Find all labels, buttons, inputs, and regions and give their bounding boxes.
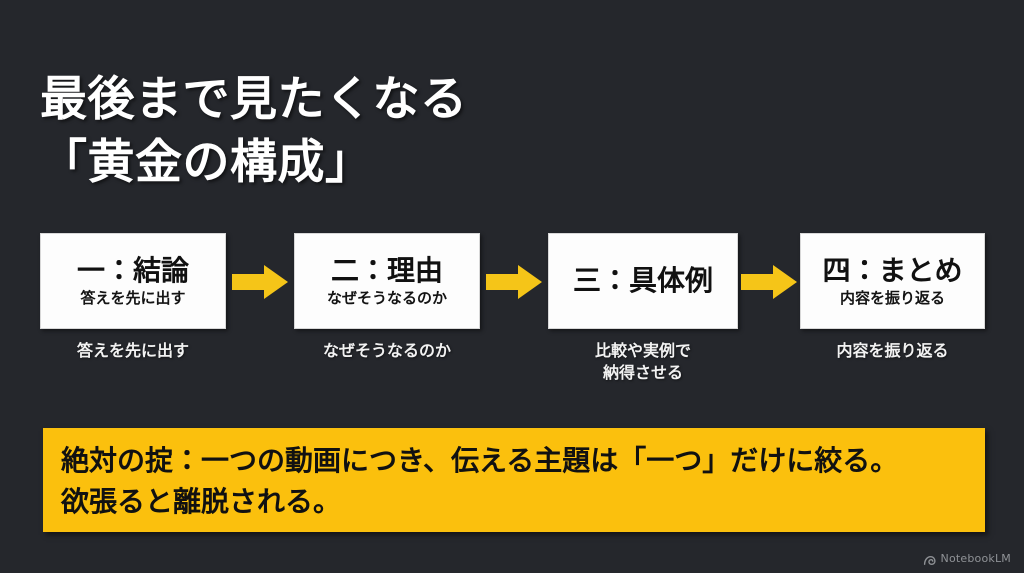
flow-step-1-caption-line-1: 答えを先に出す: [76, 341, 189, 360]
flow-step-4-caption: 内容を振り返る: [800, 340, 985, 362]
rule-banner-line-2: 欲張ると離脱される。: [61, 484, 342, 518]
flow-step-3-caption-line-2: 納得させる: [602, 362, 683, 382]
flow-step-3-caption-line-1: 比較や実例で: [594, 341, 691, 360]
arrow-step2-to-step3-icon: [486, 264, 542, 300]
flow-step-3: 三：具体例: [548, 233, 738, 329]
watermark-label: NotebookLM: [940, 552, 1011, 565]
flow-step-1-caption: 答えを先に出す: [40, 340, 226, 362]
flow-diagram: 一：結論 答えを先に出す 二：理由 なぜそうなるのか 三：具体例: [40, 233, 985, 329]
flow-step-4-caption-line-1: 内容を振り返る: [836, 341, 949, 360]
page-title: 最後まで見たくなる 「黄金の構成」: [40, 69, 900, 193]
flow-step-3-caption: 比較や実例で 納得させる: [548, 340, 738, 383]
notebooklm-icon: [923, 552, 936, 565]
flow-step-4-heading: 四：まとめ: [822, 253, 963, 287]
rule-banner-text: 絶対の掟：一つの動画につき、伝える主題は「一つ」だけに絞る。 欲張ると離脱される…: [61, 441, 967, 522]
page-title-line-1: 最後まで見たくなる: [40, 72, 468, 128]
flow-step-1-subtitle: 答えを先に出す: [80, 289, 186, 308]
flow-step-2-caption-line-1: なぜそうなるのか: [322, 341, 451, 360]
flow-step-4: 四：まとめ 内容を振り返る: [800, 233, 985, 329]
page-title-line-2: 「黄金の構成」: [40, 134, 373, 190]
flow-step-2-subtitle: なぜそうなるのか: [326, 289, 447, 308]
flow-step-2-heading: 二：理由: [330, 253, 443, 287]
flow-step-1-heading: 一：結論: [76, 253, 189, 287]
rule-banner: 絶対の掟：一つの動画につき、伝える主題は「一つ」だけに絞る。 欲張ると離脱される…: [43, 428, 985, 532]
flow-step-3-heading: 三：具体例: [572, 264, 713, 298]
flow-step-1: 一：結論 答えを先に出す: [40, 233, 226, 329]
watermark: NotebookLM: [923, 552, 1011, 565]
arrow-step1-to-step2-icon: [232, 264, 288, 300]
flow-step-2: 二：理由 なぜそうなるのか: [294, 233, 480, 329]
arrow-step3-to-step4-icon: [741, 264, 797, 300]
flow-step-4-subtitle: 内容を振り返る: [839, 289, 945, 308]
flow-step-2-caption: なぜそうなるのか: [294, 340, 480, 362]
rule-banner-line-1: 絶対の掟：一つの動画につき、伝える主題は「一つ」だけに絞る。: [61, 444, 899, 477]
